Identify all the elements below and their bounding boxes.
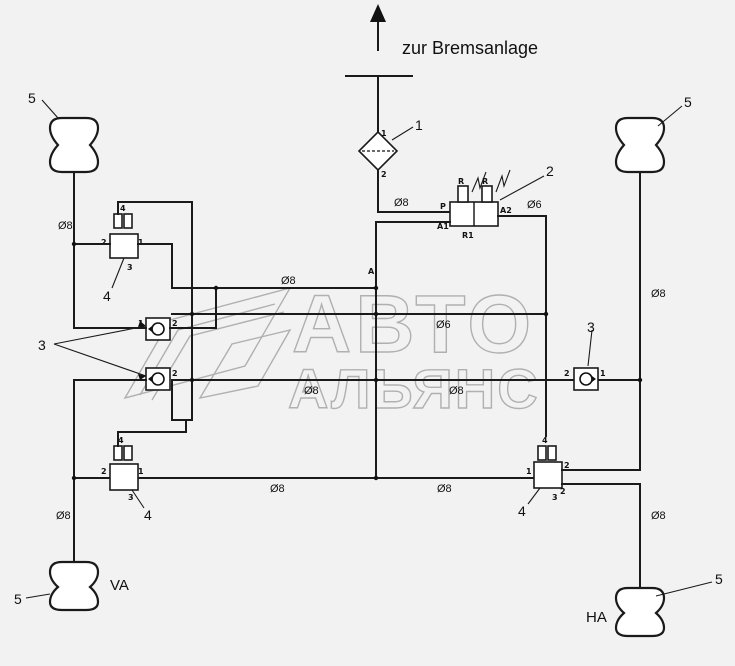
port-label: 4 [118,436,124,445]
pipe-rear-lower-spring [561,483,641,589]
air-spring-front-upper [48,116,100,174]
pipe-rear-upper-spring [561,171,641,471]
callout-leader [391,126,414,141]
air-spring-rear-lower [614,586,666,638]
watermark-line2: АЛЬЯНС [288,357,540,420]
callout-leader [111,257,125,289]
callout-2: 2 [546,163,554,179]
port-label: R1 [462,231,474,240]
pipe-spring-left [73,171,139,329]
leveling-valve-front-upper: 4 2 1 3 [101,204,144,272]
axle-label-front: VA [110,577,129,594]
port-label: 2 [101,467,107,476]
pipe-label: Ø8 [58,220,73,232]
check-valve-left-lower: 2 [145,367,178,391]
port-label: A2 [500,206,512,215]
callout-5: 5 [14,591,22,607]
filter: 1 2 [357,129,399,179]
callout-3: 3 [38,337,46,353]
port-label: 1 [600,369,606,378]
pipe-label: Ø8 [651,510,666,522]
port-label: 1 [138,467,144,476]
port-label: 2 [564,461,570,470]
junction-dots [71,241,643,481]
watermark: АВТО АЛЬЯНС [123,278,540,421]
port-label: 3 [128,493,134,502]
pipe-label: Ø6 [527,199,542,211]
port-label: A [368,267,375,276]
check-valve-right: 2 1 [564,367,606,391]
callout-5: 5 [684,94,692,110]
port-label: 2 [172,369,178,378]
callout-3: 3 [587,319,595,335]
port-label: 2 [172,319,178,328]
pipe-label: Ø8 [56,510,71,522]
pipe-cv-upper-out [169,287,217,329]
port-label: 2 [101,238,107,247]
port-label: 3 [127,263,133,272]
pipe-label: Ø8 [270,483,285,495]
port-label: 1 [381,129,387,138]
pipe-label: Ø8 [449,385,464,397]
port-label: P [440,202,446,211]
callout-5: 5 [28,90,36,106]
callout-leader [53,343,147,377]
callout-leader [587,329,593,367]
air-spring-rear-upper [614,116,666,174]
pipe-label: Ø6 [436,319,451,331]
callout-1: 1 [415,117,423,133]
port-label: 1 [138,238,144,247]
supply-arrow [370,4,386,51]
callout-leader [499,175,545,201]
callout-leader [657,105,683,127]
callout-4: 4 [144,507,152,523]
port-label: 2 [381,170,387,179]
destination-label: zur Bremsanlage [402,38,538,58]
callout-leader [527,487,541,505]
port-label: 2 [564,369,570,378]
port-label: A1 [437,222,449,231]
pipe-label: Ø8 [304,385,319,397]
port-label: R [482,177,488,186]
pipe-lv-upper-port1 [137,243,173,289]
leveling-valve-front-lower: 4 2 1 3 [101,436,144,502]
callout-leader [655,581,713,597]
callout-leader [131,489,145,509]
callout-5: 5 [715,571,723,587]
pipe-label: Ø8 [394,197,409,209]
port-label: R [458,177,464,186]
port-label: 3 [552,493,558,502]
pipe-label: Ø8 [281,275,296,287]
callout-4: 4 [103,288,111,304]
port-label: 1 [526,467,532,476]
port-label: 4 [120,204,126,213]
callout-leader [25,593,51,599]
watermark-line1: АВТО [292,279,535,370]
pipe-lv-lower-port4 [117,419,187,447]
pipe-label: Ø8 [437,483,452,495]
axle-label-rear: HA [586,609,607,626]
callout-leader [41,99,59,119]
port-label: 4 [542,436,548,445]
pipe-cv-lower-left [73,379,147,479]
leveling-valve-rear: 4 1 2 2 3 [526,436,570,502]
valve-block: P R R A1 R1 A2 [437,169,512,240]
callout-leader [53,325,147,345]
pipe-label: Ø8 [651,288,666,300]
port-label: 2 [560,487,566,496]
air-spring-front-lower [48,560,100,612]
callout-4: 4 [518,503,526,519]
